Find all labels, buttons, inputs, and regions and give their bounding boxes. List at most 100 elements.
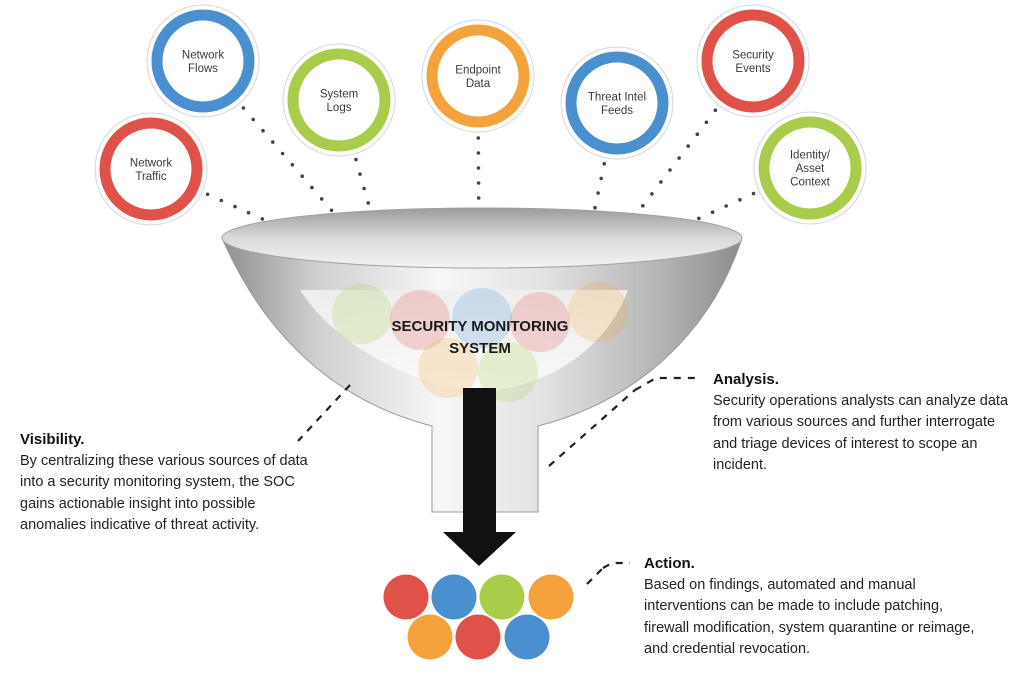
funnel-window-blobs bbox=[332, 282, 628, 402]
source-label-line: Network bbox=[130, 157, 172, 169]
connector-dot bbox=[599, 176, 603, 181]
funnel-window bbox=[300, 290, 628, 392]
source-label-line: Threat Intel bbox=[588, 91, 646, 103]
connector-dot bbox=[280, 151, 285, 156]
connector-dot bbox=[710, 210, 715, 214]
source-label-line: Asset bbox=[796, 163, 826, 175]
connector-dot bbox=[219, 198, 224, 203]
output-dot bbox=[504, 614, 550, 660]
connector-dot bbox=[686, 144, 690, 148]
source-label-line: Endpoint bbox=[455, 64, 501, 76]
connector-dot bbox=[659, 180, 663, 184]
analysis-heading: Analysis. bbox=[713, 371, 779, 388]
source-label-line: Network bbox=[182, 49, 224, 61]
source-label-line: Security bbox=[732, 49, 774, 61]
connector-dot bbox=[602, 161, 607, 166]
analysis-leader-tail bbox=[634, 376, 698, 391]
connector-dot bbox=[290, 163, 295, 167]
connector-dot bbox=[310, 185, 314, 190]
source-label-line: Feeds bbox=[601, 105, 633, 117]
connector-dot bbox=[271, 140, 275, 144]
source-label-line: Traffic bbox=[135, 171, 167, 183]
action-body: Based on findings, automated and manual … bbox=[644, 576, 975, 658]
connector-dot bbox=[260, 217, 265, 221]
connector-dot bbox=[476, 166, 481, 170]
connector-dot bbox=[641, 204, 645, 208]
action-heading: Action. bbox=[644, 555, 695, 572]
window-blob bbox=[452, 288, 512, 348]
connector-dot bbox=[713, 108, 718, 113]
connector-dot bbox=[319, 197, 324, 201]
connector-dot bbox=[476, 196, 481, 200]
connector-dot bbox=[358, 172, 362, 176]
connector-dot bbox=[251, 117, 255, 122]
source-label-line: Identity/ bbox=[790, 150, 831, 162]
funnel-title-line-1: SECURITY MONITORING bbox=[392, 318, 569, 335]
connector-dot bbox=[205, 192, 210, 197]
connector-dot bbox=[476, 181, 481, 185]
source-label-line: System bbox=[320, 88, 358, 100]
funnel-rim bbox=[221, 207, 743, 269]
source-color-ring bbox=[99, 117, 203, 221]
output-dot bbox=[383, 574, 429, 620]
connector-dot bbox=[697, 216, 701, 221]
analysis-leader bbox=[548, 389, 636, 467]
output-dot bbox=[431, 574, 477, 620]
source-label-line: Context bbox=[790, 177, 830, 189]
connector-dot bbox=[362, 186, 366, 191]
data-sources: NetworkTrafficNetworkFlowsSystemLogsEndp… bbox=[94, 4, 867, 226]
source-color-ring bbox=[287, 48, 391, 152]
window-blob bbox=[478, 342, 538, 402]
window-blob bbox=[390, 290, 450, 350]
output-dot bbox=[479, 574, 525, 620]
output-dot bbox=[455, 614, 501, 660]
source-label-line: Events bbox=[735, 63, 770, 75]
source-color-ring bbox=[758, 116, 862, 220]
connector-dot bbox=[354, 157, 358, 162]
funnel: SECURITY MONITORING SYSTEM bbox=[221, 207, 743, 513]
connector-dot bbox=[329, 208, 334, 213]
connector-dot bbox=[261, 128, 265, 133]
connector-dot bbox=[366, 201, 371, 205]
connector-dot bbox=[300, 174, 305, 178]
window-blob bbox=[510, 292, 570, 352]
connector-dot bbox=[233, 204, 237, 209]
action-leader-tail bbox=[602, 561, 630, 569]
source-label-line: Data bbox=[466, 78, 491, 90]
connector-dot bbox=[476, 151, 481, 155]
window-blob bbox=[418, 338, 478, 398]
source-color-ring bbox=[151, 9, 255, 113]
down-arrow-icon bbox=[443, 388, 516, 566]
visibility-heading: Visibility. bbox=[20, 431, 85, 448]
connector-dot bbox=[596, 191, 600, 195]
source-label-line: Logs bbox=[327, 102, 352, 114]
connector-dot bbox=[241, 106, 246, 110]
connector-dot bbox=[593, 205, 597, 210]
connector-dot bbox=[677, 156, 681, 160]
connector-dot bbox=[724, 204, 728, 208]
connector-dot bbox=[738, 198, 742, 202]
connector-dot bbox=[695, 132, 700, 136]
analysis-body: Security operations analysts can analyze… bbox=[713, 392, 1009, 474]
leader-lines bbox=[297, 376, 698, 585]
connector-dot bbox=[246, 210, 251, 215]
source-color-ring bbox=[701, 9, 805, 113]
window-blob bbox=[332, 284, 392, 344]
action-annotation: Action. Based on findings, automated and… bbox=[644, 553, 979, 661]
visibility-body: By centralizing these various sources of… bbox=[20, 452, 308, 534]
action-leader bbox=[586, 567, 604, 585]
source-color-ring bbox=[565, 51, 669, 155]
window-blob bbox=[568, 282, 628, 342]
funnel-title-line-2: SYSTEM bbox=[449, 340, 511, 357]
connector-dot bbox=[476, 136, 481, 140]
connector-dot bbox=[668, 168, 672, 172]
analysis-annotation: Analysis. Security operations analysts c… bbox=[713, 369, 1013, 477]
